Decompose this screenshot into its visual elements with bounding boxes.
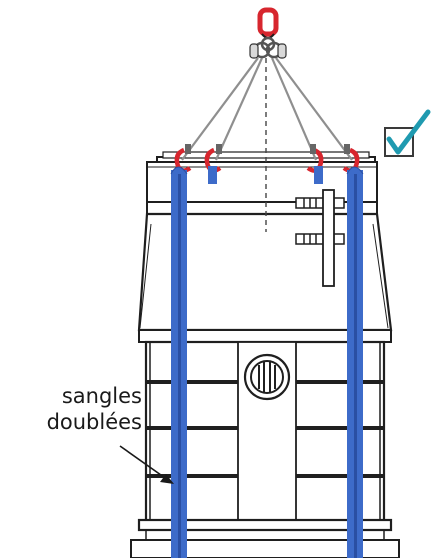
- tank-rib-ticks: [149, 342, 381, 520]
- tank-base: [137, 518, 393, 532]
- annotation-arrow: [119, 445, 174, 484]
- strap-tab-right: [314, 166, 323, 184]
- strap-left: [171, 170, 178, 558]
- lifting-ring-icon: [249, 7, 287, 59]
- straps: [170, 166, 364, 558]
- lifting-cables: [181, 57, 353, 161]
- side-bar: [322, 189, 335, 287]
- strap-tab-left: [208, 166, 217, 184]
- collar-brackets: [295, 189, 345, 287]
- annotation-line-1: sangles: [61, 384, 142, 408]
- strap-right: [347, 170, 354, 558]
- annotation-line-2: doublées: [46, 410, 142, 434]
- manhole-icon: [243, 353, 291, 401]
- annotation-label: sangles doublées: [0, 383, 142, 435]
- checkbox-checked-icon: [384, 109, 431, 157]
